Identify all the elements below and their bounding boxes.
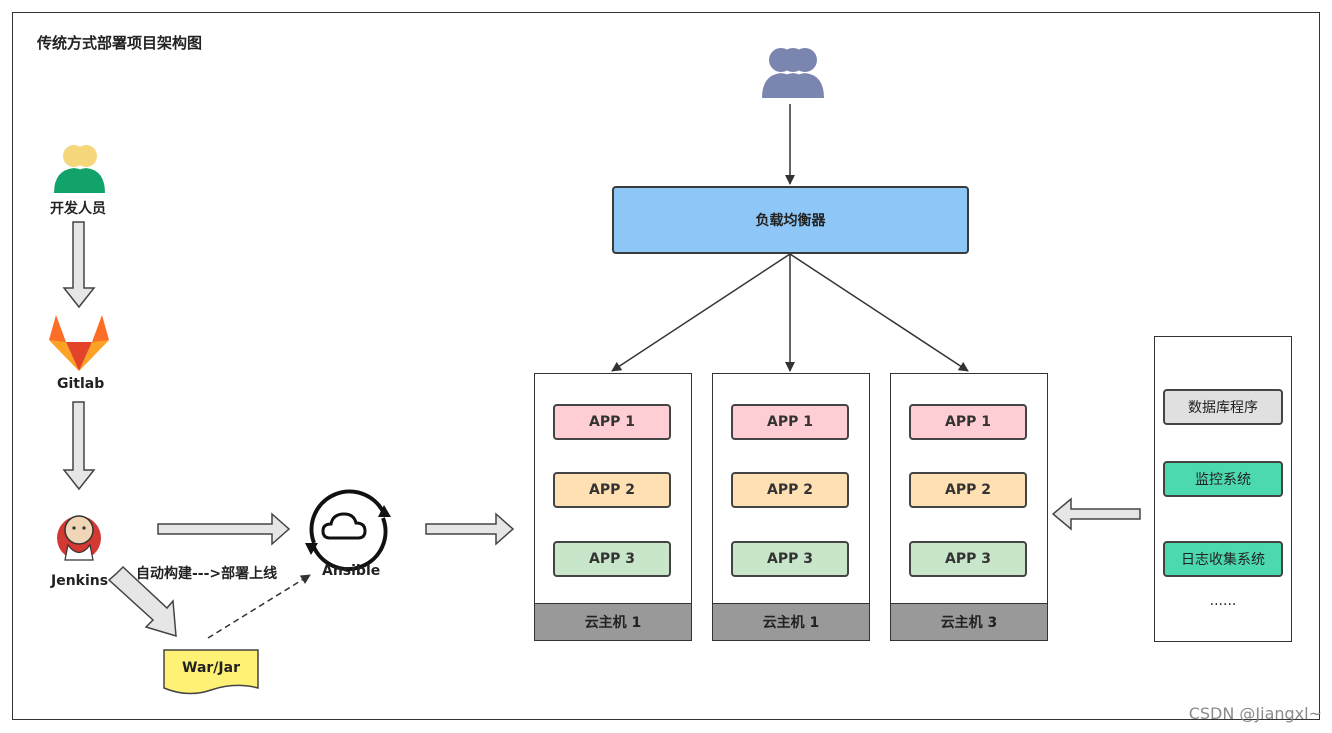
jenkins-to-ansible-arrow — [157, 512, 291, 546]
cloud-host-1: APP 1 APP 2 APP 3 云主机 1 — [534, 373, 692, 641]
cloud-host-3: APP 1 APP 2 APP 3 云主机 3 — [890, 373, 1048, 641]
database-program-box: 数据库程序 — [1163, 389, 1283, 425]
gitlab-label: Gitlab — [57, 376, 105, 392]
lb-to-host3-arrow — [789, 253, 969, 372]
log-collection-box: 日志收集系统 — [1163, 541, 1283, 577]
app-box-1: APP 1 — [731, 404, 849, 440]
users-icon — [762, 48, 824, 98]
dev-to-gitlab-arrow — [62, 221, 96, 309]
cloud-host-2: APP 1 APP 2 APP 3 云主机 1 — [712, 373, 870, 641]
app-box-3: APP 3 — [553, 541, 671, 577]
ansible-label: Ansible — [322, 563, 381, 579]
jenkins-icon — [57, 515, 101, 561]
developer-label: 开发人员 — [50, 201, 106, 217]
app-box-2: APP 2 — [909, 472, 1027, 508]
jenkins-label: Jenkins — [51, 573, 109, 589]
app-box-3: APP 3 — [909, 541, 1027, 577]
gitlab-to-jenkins-arrow — [62, 401, 96, 491]
artifact-shape — [163, 649, 259, 695]
gitlab-icon — [49, 315, 109, 371]
host-name: 云主机 3 — [891, 603, 1047, 640]
diagram-title: 传统方式部署项目架构图 — [37, 34, 203, 52]
app-box-1: APP 1 — [553, 404, 671, 440]
systems-to-hosts-arrow — [1051, 497, 1141, 531]
watermark: CSDN @Jiangxl~ — [1188, 704, 1322, 723]
lb-to-host1-arrow — [611, 253, 791, 372]
app-box-2: APP 2 — [553, 472, 671, 508]
app-box-3: APP 3 — [731, 541, 849, 577]
systems-panel: 数据库程序 监控系统 日志收集系统 ...... — [1154, 336, 1292, 642]
artifact-label: War/Jar — [182, 660, 240, 676]
developer-icon — [54, 145, 105, 193]
artifact-to-ansible-arrow — [207, 574, 311, 639]
systems-more: ...... — [1209, 593, 1237, 609]
app-box-1: APP 1 — [909, 404, 1027, 440]
load-balancer-box: 负载均衡器 — [612, 186, 969, 254]
build-note: 自动构建--->部署上线 — [136, 566, 278, 582]
diagram-frame — [12, 12, 1320, 720]
host-name: 云主机 1 — [535, 603, 691, 640]
host-name: 云主机 1 — [713, 603, 869, 640]
load-balancer-label: 负载均衡器 — [755, 213, 826, 229]
ansible-icon — [309, 489, 388, 572]
app-box-2: APP 2 — [731, 472, 849, 508]
ansible-to-hosts-arrow — [425, 512, 515, 546]
jenkins-to-artifact-arrow — [107, 565, 177, 638]
monitoring-system-box: 监控系统 — [1163, 461, 1283, 497]
